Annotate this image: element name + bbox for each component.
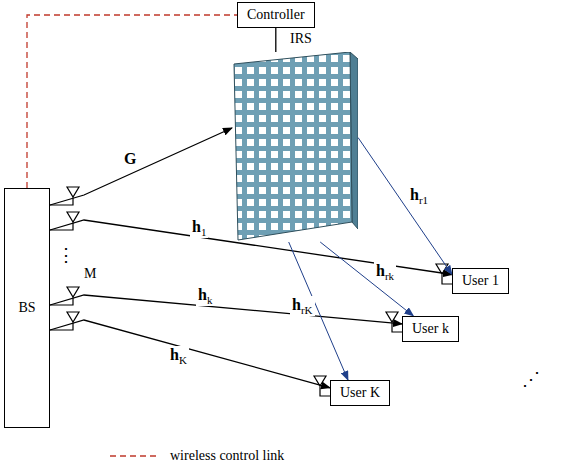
channel-label: hrk xyxy=(374,262,396,282)
node-label: BS xyxy=(18,300,35,316)
ellipsis-mark: ⋰ xyxy=(520,370,542,390)
channel-arrow xyxy=(320,242,413,316)
channel-arrow xyxy=(289,242,348,380)
channel-label: hrK xyxy=(290,296,315,316)
legend-text: wireless control link xyxy=(170,448,284,464)
antenna-count: M xyxy=(82,266,98,281)
base-station-box: BS xyxy=(4,188,50,428)
ellipsis-mark: ⋮ xyxy=(55,246,77,266)
channel-label: G xyxy=(122,150,138,168)
user-box: User k xyxy=(402,316,459,342)
user-box: User 1 xyxy=(452,268,509,294)
channel-label: hk xyxy=(196,286,214,306)
legend-row: wireless control link xyxy=(110,448,284,464)
legend-sample xyxy=(110,450,162,462)
channel-arrow xyxy=(50,320,330,388)
channel-label: hK xyxy=(168,346,189,366)
channel-label: hr1 xyxy=(408,186,430,206)
channel-arrow xyxy=(50,295,402,324)
irs-surface xyxy=(232,52,358,242)
node-label: User K xyxy=(340,385,380,400)
channel-label: h1 xyxy=(190,218,208,238)
bs-antennas xyxy=(50,187,79,330)
channel-arrow xyxy=(50,128,232,205)
user-box: User K xyxy=(330,380,390,406)
node-label: Controller xyxy=(247,7,305,22)
node-label: IRS xyxy=(290,31,312,47)
channel-arrow xyxy=(358,138,452,275)
node-label: User 1 xyxy=(462,273,499,288)
irs-panel: IRS xyxy=(232,52,358,242)
node-label: User k xyxy=(412,321,449,336)
control-link xyxy=(27,15,237,188)
controller-box: Controller xyxy=(237,2,315,28)
channel-arrow xyxy=(275,28,276,52)
